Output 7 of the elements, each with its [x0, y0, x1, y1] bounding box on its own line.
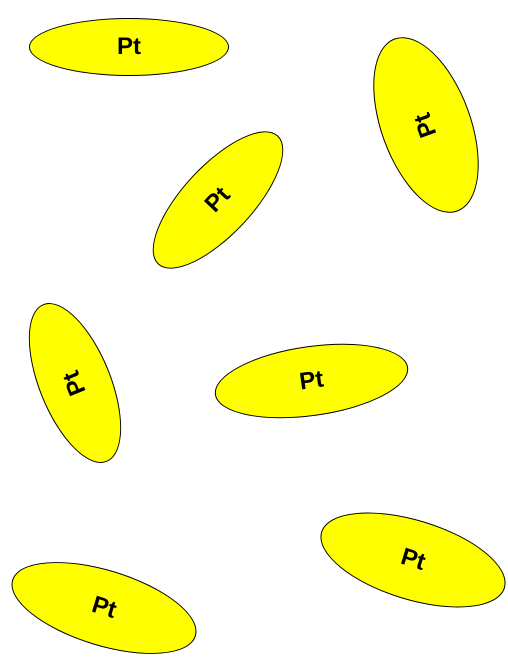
element-label: Pt [398, 545, 428, 575]
element-label: Pt [117, 35, 141, 59]
element-label: Pt [201, 183, 235, 217]
element-label: Pt [297, 367, 325, 395]
element-label: Pt [59, 367, 91, 399]
element-label: Pt [410, 110, 442, 140]
element-label: Pt [89, 593, 119, 623]
